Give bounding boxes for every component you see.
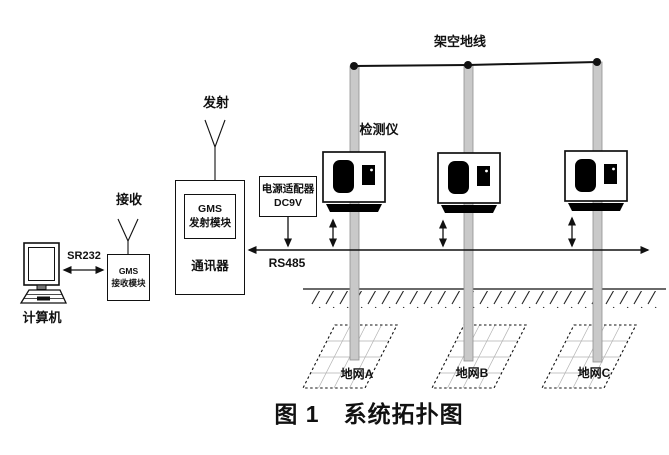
overhead-ground-wire	[353, 61, 598, 67]
wire-node-1	[350, 62, 358, 70]
computer-label: 计算机	[22, 310, 62, 325]
wire-node-3	[593, 58, 601, 66]
ground-grid-a-label: 地网A	[340, 367, 374, 381]
communicator-label: 通讯器	[191, 259, 229, 273]
ground-grid-b-label: 地网B	[455, 366, 489, 380]
gms-receiver-line1: GMS	[118, 266, 139, 277]
overhead-wire-label: 架空地线	[433, 34, 486, 49]
ground-grid-c-label: 地网C	[577, 366, 611, 380]
sr232-label: SR232	[67, 250, 101, 262]
detector-label: 检测仪	[359, 122, 399, 137]
ground-hatching	[308, 291, 658, 308]
receive-label: 接收	[115, 192, 142, 207]
transmit-antenna-icon	[204, 119, 226, 180]
figure-caption: 图 1 系统拓扑图	[274, 401, 464, 427]
power-adapter-line2: DC9V	[273, 196, 302, 209]
wire-node-2	[464, 61, 472, 69]
power-adapter-box: 电源适配器 DC9V	[259, 176, 317, 217]
gms-transmit-line1: GMS	[198, 203, 222, 216]
gms-transmit-module-box: GMS 发射模块	[184, 194, 236, 239]
power-adapter-line1: 电源适配器	[261, 182, 315, 195]
transmit-label: 发射	[202, 95, 229, 110]
computer-icon	[19, 242, 68, 304]
pole-3	[592, 61, 603, 363]
pole-1	[349, 65, 360, 361]
communicator-box: GMS 发射模块 通讯器	[175, 180, 245, 295]
receive-antenna-icon	[117, 218, 139, 254]
gms-receiver-box: GMS 接收模块	[107, 254, 150, 301]
rs485-label: RS485	[268, 256, 306, 270]
gms-receiver-line2: 接收模块	[111, 277, 146, 288]
gms-transmit-line2: 发射模块	[189, 216, 231, 229]
